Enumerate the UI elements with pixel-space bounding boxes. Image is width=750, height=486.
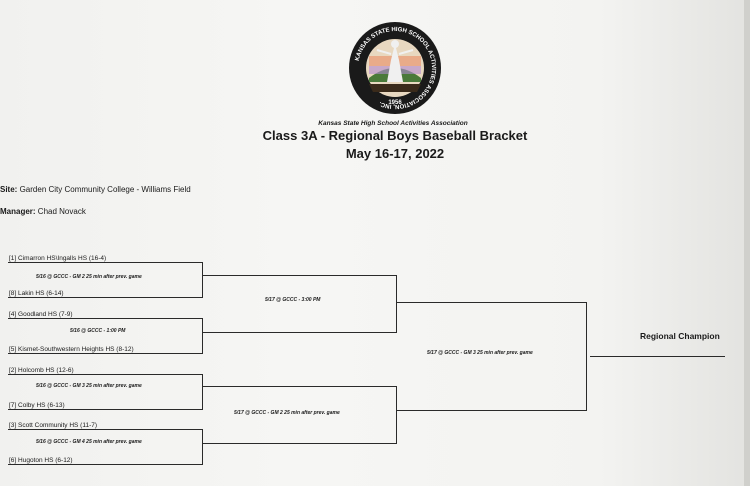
team-seed-3: [3] Scott Community HS (11-7) [9, 422, 98, 429]
game-info-r2-g2: 5/17 @ GCCC - GM 2 25 min after prev. ga… [234, 410, 340, 416]
bracket-line [203, 386, 397, 387]
game-info-r1-g4: 5/16 @ GCCC - GM 4 25 min after prev. ga… [36, 439, 142, 445]
team-seed-5: [5] Kismet-Southwestern Heights HS (8-12… [9, 346, 134, 353]
khsaa-seal-logo: KANSAS STATE HIGH SCHOOL ACTIVITIES ASSO… [349, 22, 441, 114]
bracket-line [8, 409, 203, 410]
seal-year: 1956 [388, 100, 402, 106]
page-edge [744, 0, 750, 486]
bracket-line [203, 275, 397, 276]
bracket-line [396, 386, 397, 444]
bracket-line [8, 429, 203, 430]
game-info-r1-g3: 5/16 @ GCCC - GM 3 25 min after prev. ga… [36, 383, 142, 389]
bracket-line [202, 262, 203, 298]
bracket-line [396, 275, 397, 333]
team-seed-6: [6] Hugoton HS (6-12) [9, 457, 73, 464]
bracket-line [8, 353, 203, 354]
game-info-final: 5/17 @ GCCC - GM 3 25 min after prev. ga… [427, 350, 533, 356]
site-label: Site: [0, 185, 18, 194]
page-title: Class 3A - Regional Boys Baseball Bracke… [262, 128, 528, 143]
bracket-line [202, 318, 203, 354]
bracket-line [202, 374, 203, 410]
manager-line: Manager: Chad Novack [0, 207, 86, 216]
bracket-line [203, 332, 397, 333]
site-value: Garden City Community College - Williams… [19, 185, 191, 194]
manager-label: Manager: [0, 207, 36, 216]
site-line: Site: Garden City Community College - Wi… [0, 185, 191, 194]
bracket-line [397, 302, 587, 303]
bracket-line [8, 297, 203, 298]
bracket-line [397, 410, 587, 411]
champion-line [590, 356, 725, 357]
team-seed-1: [1] Cimarron HS\Ingalls HS (16-4) [9, 255, 107, 262]
team-seed-7: [7] Colby HS (6-13) [9, 402, 65, 409]
game-info-r1-g2: 5/16 @ GCCC - 1:00 PM [70, 328, 126, 334]
team-seed-2: [2] Holcomb HS (12-6) [9, 367, 74, 374]
bracket-line [8, 464, 203, 465]
bracket-line [203, 443, 397, 444]
team-seed-4: [4] Goodland HS (7-9) [9, 311, 73, 318]
manager-value: Chad Novack [37, 207, 86, 216]
champion-label: Regional Champion [640, 331, 720, 341]
bracket-line [586, 302, 587, 411]
bracket-line [8, 318, 203, 319]
game-info-r2-g1: 5/17 @ GCCC - 3:00 PM [265, 297, 321, 303]
bracket-line [202, 429, 203, 465]
bracket-line [8, 262, 203, 263]
team-seed-8: [8] Lakin HS (6-14) [9, 290, 64, 297]
organization-name: Kansas State High School Activities Asso… [318, 120, 468, 127]
event-date: May 16-17, 2022 [345, 146, 445, 161]
game-info-r1-g1: 5/16 @ GCCC - GM 2 25 min after prev. ga… [36, 274, 142, 280]
bracket-line [8, 374, 203, 375]
